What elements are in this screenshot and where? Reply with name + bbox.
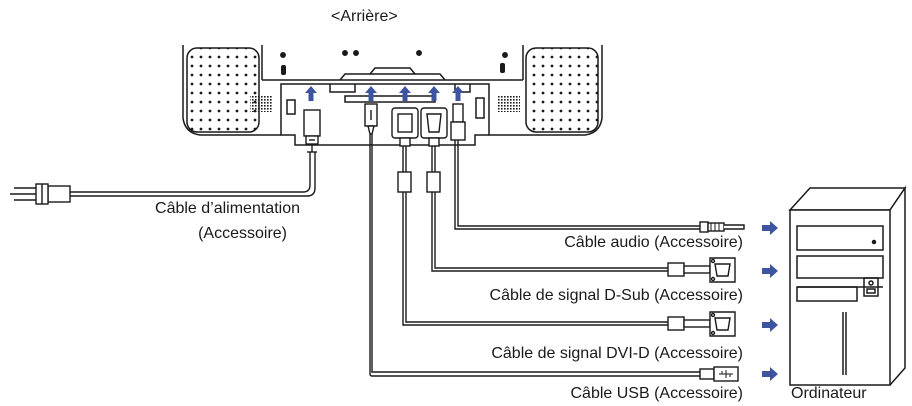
audio-port-arrow-icon xyxy=(452,86,464,101)
monitor-rear xyxy=(182,45,603,146)
dsub-port-arrow-icon xyxy=(428,86,440,101)
audio-cable-label: Câble audio (Accessoire) xyxy=(564,234,743,251)
power-cable xyxy=(10,109,321,205)
power-cable-label: Câble d’alimentation xyxy=(155,200,300,217)
power-port-arrow-icon xyxy=(305,86,317,101)
usb-arrow-icon xyxy=(762,367,778,381)
usb-port-arrow-icon xyxy=(365,86,377,101)
computer-label: Ordinateur xyxy=(791,385,867,402)
usb-cable-label: Câble USB (Accessoire) xyxy=(570,385,744,402)
dsub-arrow-icon xyxy=(762,264,778,278)
dvi-arrow-icon xyxy=(762,318,778,332)
dsub-cable-label: Câble de signal D-Sub (Accessoire) xyxy=(489,287,743,304)
usb-cable xyxy=(364,103,739,382)
dvi-cable-label: Câble de signal DVI-D (Accessoire) xyxy=(491,345,743,362)
power-cable-accessory-label: (Accessoire) xyxy=(198,225,287,242)
audio-cable xyxy=(450,103,745,233)
dvi-cable xyxy=(391,107,736,337)
port-arrows xyxy=(305,86,464,101)
dvi-port-arrow-icon xyxy=(399,86,411,101)
dsub-cable xyxy=(420,107,736,283)
computer-tower xyxy=(788,185,907,386)
computer-arrows xyxy=(762,221,778,381)
audio-arrow-icon xyxy=(762,221,778,235)
page-title: <Arrière> xyxy=(331,8,398,25)
